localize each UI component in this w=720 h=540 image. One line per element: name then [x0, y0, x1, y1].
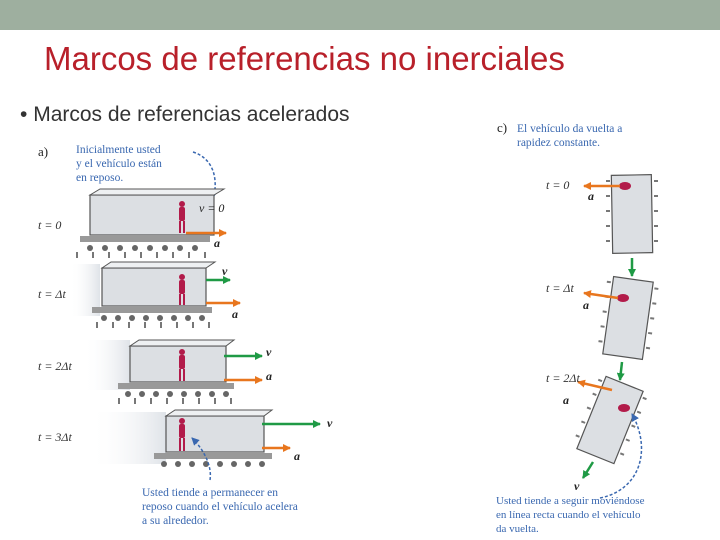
- vehicle-row-3: [84, 340, 262, 404]
- caption-a-1: Usted tiende a permanecer en: [142, 487, 278, 499]
- time-label-a-0: t = 0: [38, 218, 61, 232]
- panel-a-note-1: Inicialmente usted: [76, 144, 161, 156]
- vehicle-top-1: [584, 175, 658, 276]
- vehicle-row-1: [76, 189, 226, 258]
- a-label-c-1: a: [583, 298, 589, 312]
- v-label-a-2: v: [266, 345, 272, 359]
- time-label-c-2: t = 2Δt: [546, 371, 580, 385]
- panel-c-title-2: rapidez constante.: [517, 137, 600, 149]
- vehicle-row-2: [70, 262, 240, 328]
- panel-a-label: a): [38, 144, 48, 159]
- time-label-a-1: t = Δt: [38, 287, 66, 301]
- time-label-a-3: t = 3Δt: [38, 430, 72, 444]
- a-label-c-2: a: [563, 393, 569, 407]
- time-label-c-0: t = 0: [546, 178, 569, 192]
- v-label-a-1: v: [222, 264, 228, 278]
- person-icon: [617, 294, 629, 302]
- caption-c-1: Usted tiende a seguir moviéndose: [496, 495, 645, 507]
- velocity-arrow: [583, 462, 593, 478]
- vehicle-top-3: [571, 374, 648, 466]
- caption-c-3: da vuelta.: [496, 523, 539, 535]
- a-label-a-2: a: [266, 369, 272, 383]
- panel-c-title-1: El vehículo da vuelta a: [517, 123, 622, 135]
- panel-a-note-3: en reposo.: [76, 172, 123, 184]
- a-label-c-0: a: [588, 189, 594, 203]
- vehicle-row-4: [90, 410, 320, 480]
- v-label-a-3: v: [327, 416, 333, 430]
- time-label-a-2: t = 2Δt: [38, 359, 72, 373]
- person-icon: [619, 182, 631, 190]
- caption-a-2: reposo cuando el vehículo acelera: [142, 501, 298, 513]
- v-label-c-2: v: [574, 479, 580, 493]
- caption-c-2: en línea recta cuando el vehículo: [496, 509, 641, 521]
- vehicle-top-2: [597, 276, 659, 360]
- person-icon: [618, 404, 630, 412]
- a-label-a-3: a: [294, 449, 300, 463]
- velocity-arrow: [620, 362, 622, 380]
- a-label-a-1: a: [232, 307, 238, 321]
- panel-c-label: c): [497, 120, 507, 135]
- time-label-c-1: t = Δt: [546, 281, 574, 295]
- v-zero-label: v = 0: [199, 201, 224, 215]
- caption-a-3: a su alrededor.: [142, 515, 209, 527]
- a-label-a-0: a: [214, 236, 220, 250]
- panel-a-note-2: y el vehículo están: [76, 158, 162, 170]
